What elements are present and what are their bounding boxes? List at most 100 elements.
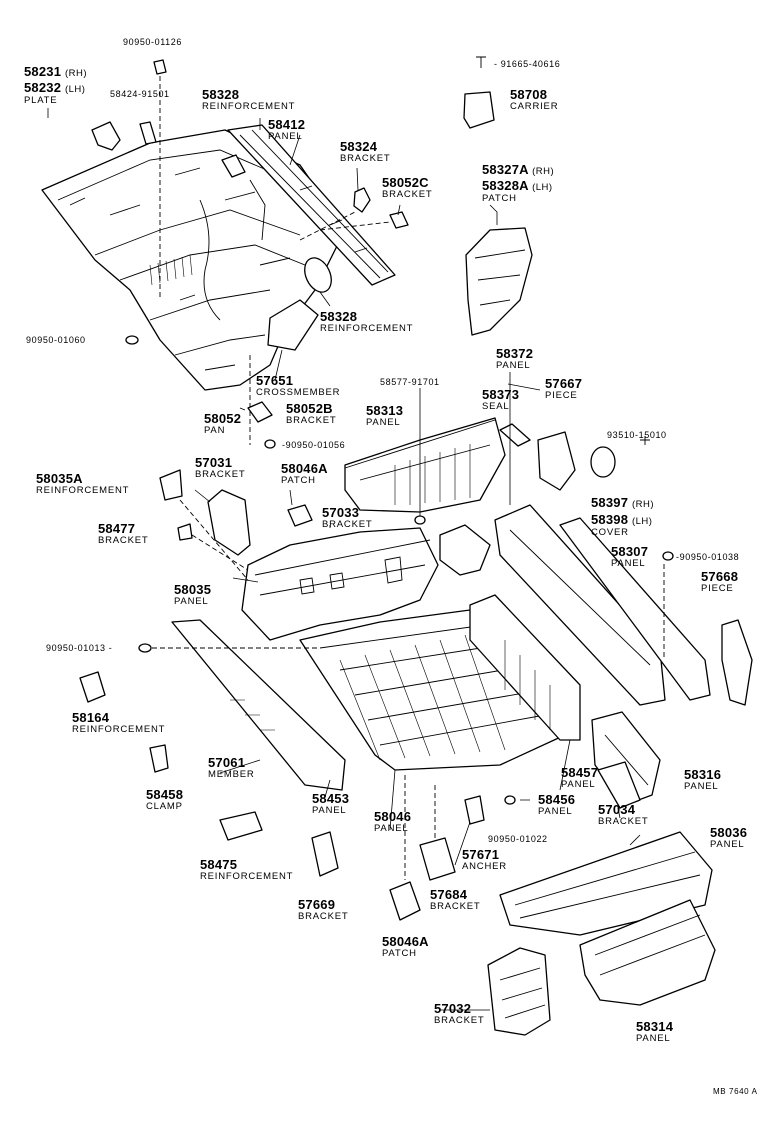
member-57061 xyxy=(171,619,346,791)
label-58231: 58231 (RH) xyxy=(24,64,88,79)
label-93510-15010: 93510-15010 xyxy=(607,430,667,440)
piece-57668 xyxy=(721,619,753,706)
reinf-58475 xyxy=(219,811,263,841)
label-91665-40616: - 91665-40616 xyxy=(494,59,561,69)
piece-57667 xyxy=(537,431,576,491)
panel-58035 xyxy=(241,527,439,641)
label-90950-01013: 90950-01013 - xyxy=(46,643,113,653)
label-90950-01056: -90950-01056 xyxy=(282,440,346,450)
label-58232: 58232 (LH) PLATE xyxy=(24,80,86,106)
clip-90950-01013 xyxy=(138,643,152,653)
label-58314: 58314 PANEL xyxy=(636,1019,674,1044)
bracket-57669 xyxy=(311,831,339,877)
label-58328-mid: 58328 REINFORCEMENT xyxy=(320,309,414,334)
label-57684: 57684 BRACKET xyxy=(430,887,481,912)
label-57032: 57032 BRACKET xyxy=(434,1001,485,1026)
label-90950-01126: 90950-01126 xyxy=(123,37,182,47)
bolt-90950-01126 xyxy=(153,59,167,75)
panel-58313 xyxy=(344,417,506,513)
clamp-58458 xyxy=(149,744,169,773)
reinf-58328-mid xyxy=(304,257,332,293)
label-58307: 58307 PANEL xyxy=(611,544,649,569)
reinf-58164 xyxy=(79,671,106,703)
label-57034: 57034 BRACKET xyxy=(598,802,649,827)
label-57033: 57033 BRACKET xyxy=(322,505,373,530)
label-58052C: 58052C BRACKET xyxy=(382,175,433,200)
label-58046A-top: 58046A PATCH xyxy=(281,461,328,486)
label-58373: 58373 SEAL xyxy=(482,387,520,412)
label-58313: 58313 PANEL xyxy=(366,403,404,428)
clip-93510 xyxy=(640,436,650,445)
label-58052: 58052 PAN xyxy=(204,411,242,436)
label-58035: 58035 PANEL xyxy=(174,582,212,607)
label-58708: 58708 CARRIER xyxy=(510,87,559,112)
bracket-57684 xyxy=(419,837,456,881)
seal-58373 xyxy=(499,423,531,447)
label-58328-top: 58328 REINFORCEMENT xyxy=(202,87,296,112)
bracket-58052B xyxy=(247,401,273,423)
label-58052B: 58052B BRACKET xyxy=(286,401,337,426)
label-58456: 58456 PANEL xyxy=(538,792,576,817)
plate-58231 xyxy=(91,121,121,151)
bracket-57031 xyxy=(207,489,251,556)
reinf-58424 xyxy=(139,121,157,145)
label-58424-91501: 58424-91501 xyxy=(110,89,170,99)
cover-58397 xyxy=(590,446,616,478)
bracket-58477 xyxy=(177,523,193,541)
crossmember-57651 xyxy=(267,299,319,351)
label-58164: 58164 REINFORCEMENT xyxy=(72,710,166,735)
label-57031: 57031 BRACKET xyxy=(195,455,246,480)
clip-90950-01060 xyxy=(125,335,139,345)
clip-90950-01038 xyxy=(662,551,674,561)
label-57667: 57667 PIECE xyxy=(545,376,583,401)
panel-58307 xyxy=(494,504,666,706)
label-58036: 58036 PANEL xyxy=(710,825,748,850)
label-58046: 58046 PANEL xyxy=(374,809,412,834)
label-58398: 58398 (LH) COVER xyxy=(591,512,653,538)
label-58316: 58316 PANEL xyxy=(684,767,722,792)
panel-58457 xyxy=(469,594,581,741)
label-58324: 58324 BRACKET xyxy=(340,139,391,164)
label-58372: 58372 PANEL xyxy=(496,346,534,371)
patch-58046A-bottom xyxy=(389,881,421,921)
bracket-57032 xyxy=(487,947,551,1036)
bracket-57033 xyxy=(439,524,491,576)
label-58412: 58412 PANEL xyxy=(268,117,306,142)
label-58046A-bottom: 58046A PATCH xyxy=(382,934,429,959)
label-57669: 57669 BRACKET xyxy=(298,897,349,922)
label-90950-01060: 90950-01060 xyxy=(26,335,86,345)
label-57061: 57061 MEMBER xyxy=(208,755,255,780)
clip-90950-01056 xyxy=(264,439,276,449)
label-90950-01038: -90950-01038 xyxy=(676,552,740,562)
label-58477: 58477 BRACKET xyxy=(98,521,149,546)
label-58457: 58457 PANEL xyxy=(561,765,599,790)
bracket-58324 xyxy=(353,187,371,213)
patch-58046A-top xyxy=(287,504,313,527)
panel-58307-strip xyxy=(559,517,711,701)
label-58453: 58453 PANEL xyxy=(312,791,350,816)
drawing-code: MB 7640 A xyxy=(713,1087,758,1096)
label-57651: 57651 CROSSMEMBER xyxy=(256,373,341,398)
label-57668: 57668 PIECE xyxy=(701,569,739,594)
label-57671: 57671 ANCHER xyxy=(462,847,507,872)
label-58035A: 58035A REINFORCEMENT xyxy=(36,471,130,496)
clip-90950-01022 xyxy=(504,795,516,805)
reinf-58328-top xyxy=(221,154,246,178)
label-58458: 58458 CLAMP xyxy=(146,787,184,812)
panel-58412 xyxy=(227,124,396,286)
label-58577-91701: 58577-91701 xyxy=(380,377,440,387)
label-58327A: 58327A (RH) xyxy=(482,162,555,177)
carrier-58708 xyxy=(463,91,495,129)
reinf-58035A xyxy=(159,469,183,501)
label-90950-01022: 90950-01022 xyxy=(488,834,548,844)
ancher-57671 xyxy=(464,795,485,825)
label-58328A: 58328A (LH) PATCH xyxy=(482,178,553,204)
label-58397: 58397 (RH) xyxy=(591,495,655,510)
bracket-58052C xyxy=(389,211,409,229)
label-58475: 58475 REINFORCEMENT xyxy=(200,857,294,882)
panel-58036 xyxy=(499,831,713,936)
bracket-57034 xyxy=(597,761,641,809)
panel-58314 xyxy=(579,899,716,1006)
bolt-91665 xyxy=(476,56,486,68)
